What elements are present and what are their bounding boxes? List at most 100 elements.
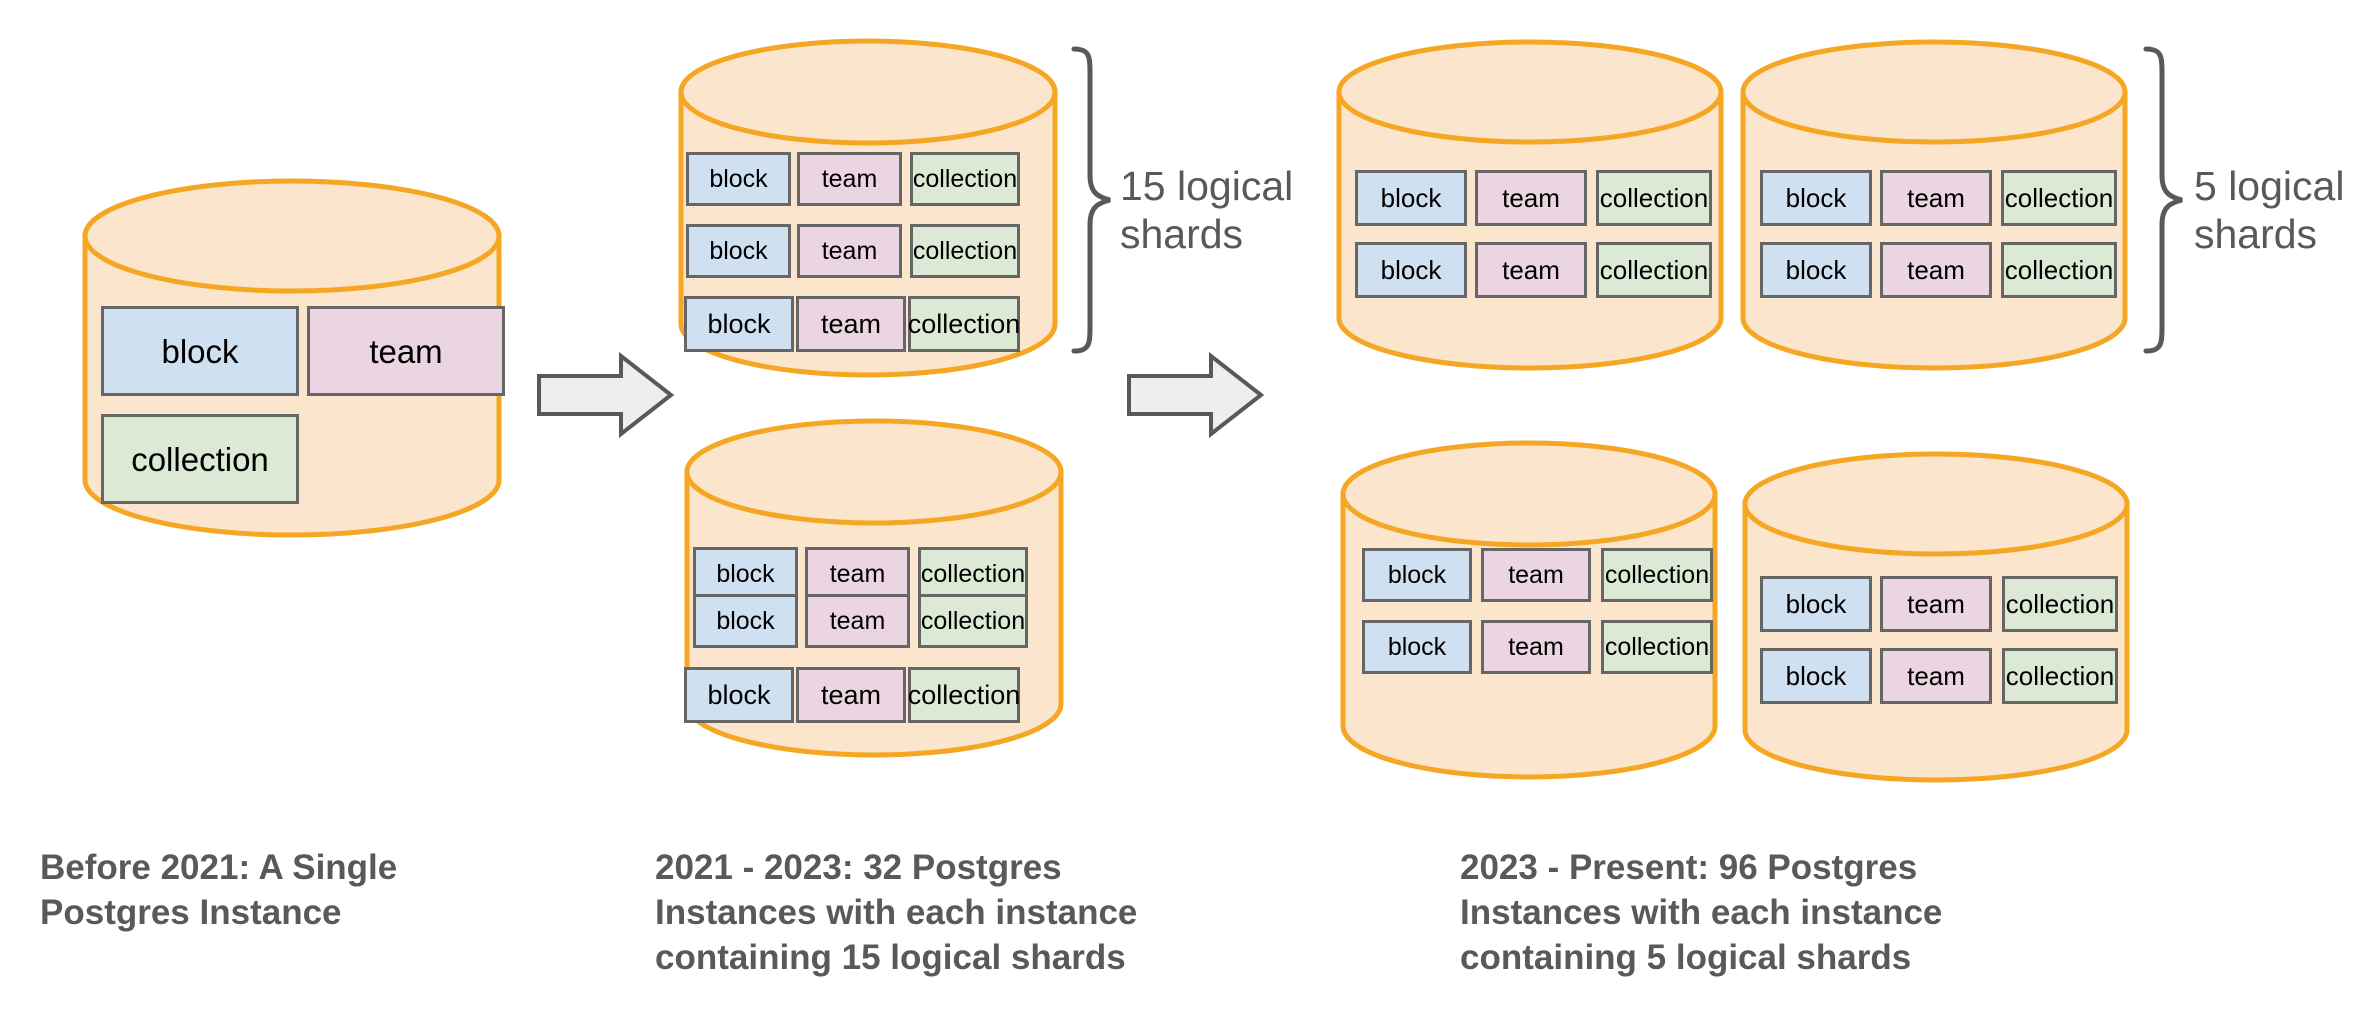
table-box-team: team xyxy=(1475,170,1587,226)
table-box-block: block xyxy=(686,224,791,278)
table-box-block: block xyxy=(1760,242,1872,298)
table-box-block: block xyxy=(1760,648,1872,704)
table-box-label: collection xyxy=(131,440,269,478)
table-box-label: team xyxy=(1508,560,1564,589)
table-box-team: team xyxy=(797,152,902,206)
table-box-label: block xyxy=(1387,632,1447,661)
right-arrow-icon-1 xyxy=(535,351,675,439)
table-box-label: team xyxy=(1502,255,1560,285)
table-box-label: team xyxy=(1907,255,1965,285)
cylinder-shape xyxy=(1340,440,1718,780)
table-box-block: block xyxy=(684,667,794,723)
table-box-collection: collection xyxy=(908,296,1020,352)
caption-stage-3: 2023 - Present: 96 Postgres Instances wi… xyxy=(1460,848,1943,977)
table-box-block: block xyxy=(1760,576,1872,632)
table-box-label: team xyxy=(1907,589,1965,619)
table-box-label: team xyxy=(1907,183,1965,213)
table-box-label: collection xyxy=(907,308,1021,339)
table-box-label: block xyxy=(1380,183,1442,213)
table-box-label: collection xyxy=(920,559,1026,588)
table-box-collection: collection xyxy=(1601,548,1713,602)
cylinder-shape xyxy=(1740,39,2128,371)
table-box-block: block xyxy=(1760,170,1872,226)
table-box-label: block xyxy=(707,679,771,710)
table-box-team: team xyxy=(1481,620,1591,674)
table-box-label: collection xyxy=(2004,183,2114,213)
table-box-team: team xyxy=(805,594,910,648)
table-box-label: team xyxy=(821,164,878,193)
table-box-label: team xyxy=(369,332,443,370)
table-box-block: block xyxy=(684,296,794,352)
table-box-team: team xyxy=(1880,242,1992,298)
table-box-team: team xyxy=(1481,548,1591,602)
table-box-label: team xyxy=(820,679,882,710)
cylinder-stage3-instance4 xyxy=(1742,451,2130,783)
cylinder-stage3-instance2 xyxy=(1740,39,2128,371)
right-arrow-icon-2 xyxy=(1125,351,1265,439)
table-box-label: collection xyxy=(1599,255,1709,285)
table-box-collection: collection xyxy=(908,667,1020,723)
table-box-label: block xyxy=(1380,255,1442,285)
table-box-collection: collection xyxy=(2001,170,2117,226)
table-box-block: block xyxy=(1355,242,1467,298)
table-box-collection: collection xyxy=(2001,242,2117,298)
table-box-label: block xyxy=(1785,589,1847,619)
table-box-team: team xyxy=(797,224,902,278)
table-box-label: team xyxy=(820,308,882,339)
table-box-block: block xyxy=(693,547,798,601)
curly-brace-icon-2 xyxy=(2140,45,2186,355)
table-box-collection: collection xyxy=(918,594,1028,648)
table-box-collection: collection xyxy=(1596,170,1712,226)
cylinder-stage3-instance1 xyxy=(1336,39,1724,371)
table-box-label: team xyxy=(821,236,878,265)
table-box-collection: collection xyxy=(910,224,1020,278)
cylinder-shape xyxy=(1336,39,1724,371)
table-box-label: block xyxy=(716,606,775,635)
table-box-collection: collection xyxy=(1596,242,1712,298)
table-box-block: block xyxy=(1355,170,1467,226)
cylinder-stage3-instance3 xyxy=(1340,440,1718,780)
table-box-label: collection xyxy=(2005,589,2115,619)
table-box-block: block xyxy=(1362,620,1472,674)
table-box-label: block xyxy=(707,308,771,339)
table-box-team: team xyxy=(796,667,906,723)
table-box-label: block xyxy=(709,236,768,265)
table-box-label: team xyxy=(1508,632,1564,661)
table-box-label: team xyxy=(1907,661,1965,691)
table-box-label: collection xyxy=(2004,255,2114,285)
table-box-collection: collection xyxy=(2002,576,2118,632)
table-box-label: collection xyxy=(920,606,1026,635)
table-box-team: team xyxy=(796,296,906,352)
table-box-collection: collection xyxy=(101,414,299,504)
table-box-block: block xyxy=(693,594,798,648)
table-box-label: block xyxy=(1785,183,1847,213)
table-box-label: collection xyxy=(2005,661,2115,691)
brace-label-5-logical-shards: 5 logical shards xyxy=(2194,163,2345,257)
brace-label-15-logical-shards: 15 logical shards xyxy=(1120,163,1294,257)
table-box-collection: collection xyxy=(910,152,1020,206)
table-box-block: block xyxy=(686,152,791,206)
table-box-label: collection xyxy=(912,164,1018,193)
caption-stage-1: Before 2021: A Single Postgres Instance xyxy=(40,848,398,932)
table-box-label: block xyxy=(709,164,768,193)
table-box-team: team xyxy=(1880,576,1992,632)
table-box-label: block xyxy=(161,332,239,370)
table-box-label: team xyxy=(829,559,886,588)
table-box-label: block xyxy=(1785,661,1847,691)
table-box-label: block xyxy=(716,559,775,588)
table-box-label: block xyxy=(1387,560,1447,589)
caption-stage-2: 2021 - 2023: 32 Postgres Instances with … xyxy=(655,848,1138,977)
table-box-label: team xyxy=(1502,183,1560,213)
table-box-label: collection xyxy=(907,679,1021,710)
table-box-label: collection xyxy=(1604,632,1710,661)
table-box-collection: collection xyxy=(1601,620,1713,674)
table-box-team: team xyxy=(805,547,910,601)
table-box-team: team xyxy=(1880,170,1992,226)
table-box-label: collection xyxy=(1604,560,1710,589)
table-box-label: block xyxy=(1785,255,1847,285)
table-box-block: block xyxy=(101,306,299,396)
table-box-label: team xyxy=(829,606,886,635)
table-box-collection: collection xyxy=(918,547,1028,601)
table-box-team: team xyxy=(1880,648,1992,704)
